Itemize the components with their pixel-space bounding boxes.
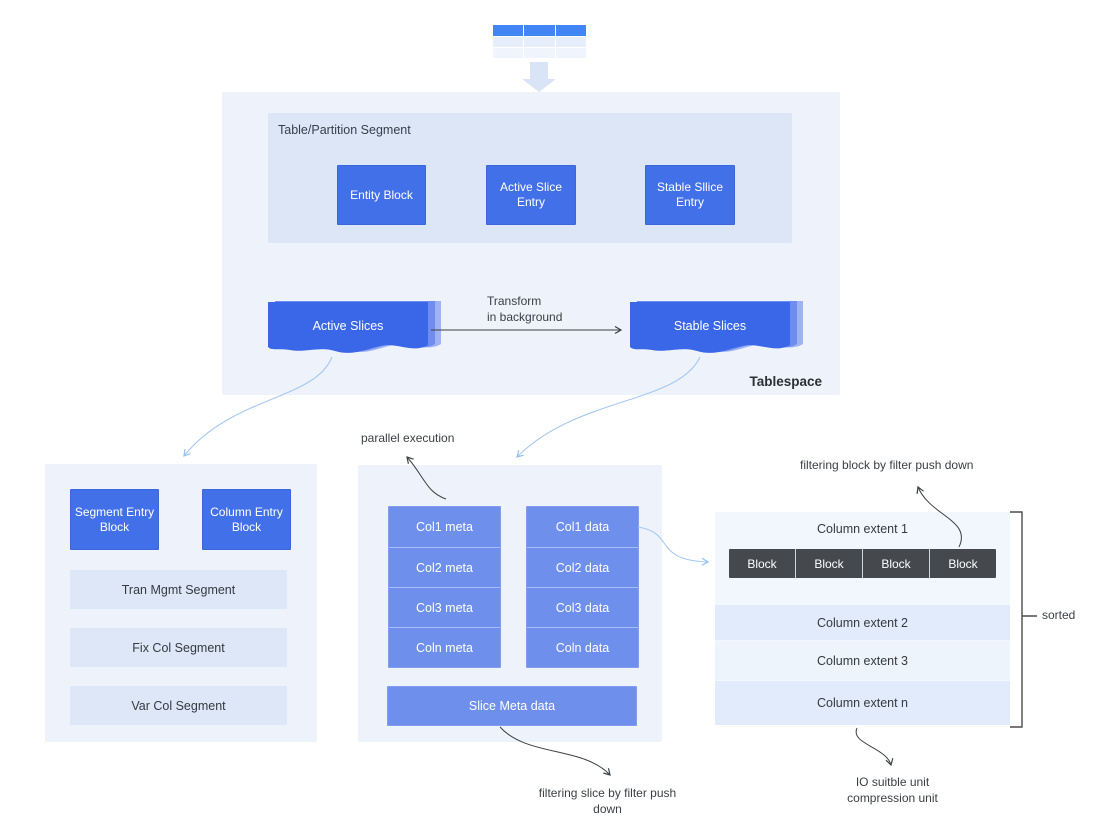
column-extent-2-row: Column extent 2 — [715, 605, 1010, 640]
document-shape-icon — [268, 301, 441, 353]
col3-meta-cell: Col3 meta — [389, 587, 500, 627]
block-cell: Block — [929, 549, 996, 578]
tablespace-label: Tablespace — [749, 374, 822, 389]
table-icon — [493, 25, 586, 58]
segment-entry-block-node: Segment Entry Block — [70, 489, 159, 550]
coln-meta-cell: Coln meta — [389, 627, 500, 667]
table-icon-cell — [524, 37, 555, 47]
col1-data-cell: Col1 data — [527, 507, 638, 547]
document-shape-icon — [630, 301, 803, 353]
block-cell: Block — [862, 549, 929, 578]
block-cell: Block — [747, 556, 777, 571]
stable-slices-label: Stable Slices — [673, 319, 747, 333]
active-slice-entry-node: Active Slice Entry — [486, 165, 576, 225]
column-extent-1-label: Column extent 1 — [816, 522, 909, 536]
col-data-stack: Col1 data Col2 data Col3 data Coln data — [526, 506, 639, 668]
block-bar: Block Block Block Block — [729, 549, 996, 578]
filtering-block-label: filtering block by filter push down — [800, 458, 974, 472]
active-slices-label: Active Slices — [312, 319, 384, 333]
table-icon-cell — [555, 48, 586, 58]
sorted-label: sorted — [1042, 608, 1076, 622]
col2-meta-cell: Col2 meta — [389, 547, 500, 587]
filtering-slice-label: filtering slice by filter push down — [538, 786, 677, 816]
column-extent-box: Column extent 1 Column extent 2 Column e… — [715, 512, 1010, 725]
tran-mgmt-segment-row: Tran Mgmt Segment — [70, 570, 287, 609]
io-unit-arrow — [855, 727, 894, 767]
sorted-bracket — [1010, 511, 1037, 728]
table-icon-header-cell — [493, 25, 524, 36]
table-icon-cell — [493, 37, 524, 47]
io-unit-label: IO suitble unit compression unit — [847, 775, 938, 805]
col3-data-cell: Col3 data — [527, 587, 638, 627]
down-arrow-icon — [522, 62, 556, 92]
table-icon-header-cell — [524, 25, 555, 36]
fix-col-segment-row: Fix Col Segment — [70, 628, 287, 667]
stable-slices-node: Stable Slices — [630, 298, 810, 362]
stable-slice-entry-node: Stable Sllice Entry — [645, 165, 735, 225]
col2-data-cell: Col2 data — [527, 547, 638, 587]
table-icon-cell — [524, 48, 555, 58]
entity-block-node: Entity Block — [337, 165, 426, 225]
table-icon-cell — [555, 37, 586, 47]
coln-data-cell: Coln data — [527, 627, 638, 667]
col1-meta-cell: Col1 meta — [389, 507, 500, 547]
slice-meta-data-bar: Slice Meta data — [387, 686, 637, 726]
table-icon-cell — [493, 48, 524, 58]
table-icon-header-cell — [555, 25, 586, 36]
col-meta-stack: Col1 meta Col2 meta Col3 meta Coln meta — [388, 506, 501, 668]
parallel-execution-label: parallel execution — [361, 431, 455, 445]
column-extent-n-row: Column extent n — [715, 681, 1010, 725]
transform-label: Transform in background — [487, 294, 563, 324]
column-entry-block-node: Column Entry Block — [202, 489, 291, 550]
active-slices-node: Active Slices — [268, 298, 448, 362]
column-extent-3-row: Column extent 3 — [715, 641, 1010, 680]
table-partition-segment-title: Table/Partition Segment — [278, 123, 411, 137]
block-cell: Block — [795, 549, 862, 578]
var-col-segment-row: Var Col Segment — [70, 686, 287, 725]
